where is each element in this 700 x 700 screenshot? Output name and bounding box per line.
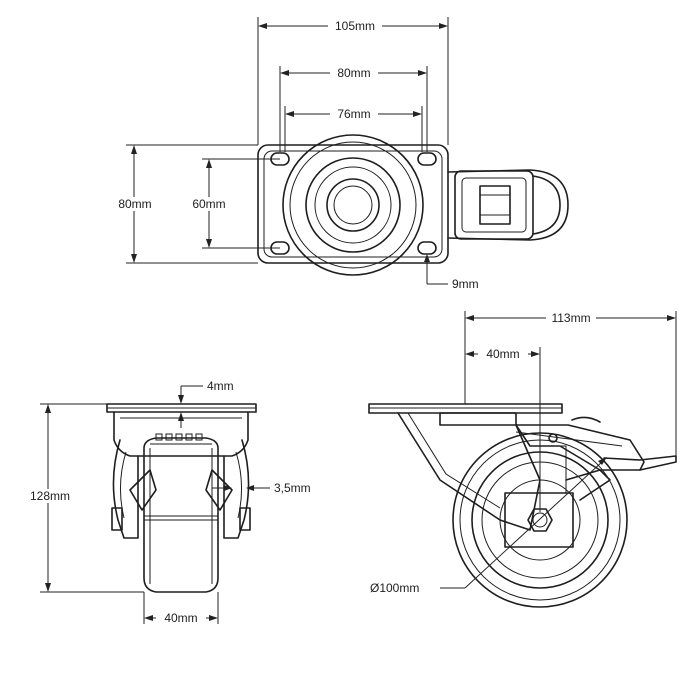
dim-label-40mm-front: 40mm bbox=[164, 611, 197, 625]
top-view bbox=[257, 134, 569, 276]
side-view-dimensions bbox=[440, 311, 677, 589]
dim-label-105mm: 105mm bbox=[335, 19, 375, 33]
dim-label-80mm-side: 80mm bbox=[118, 197, 151, 211]
dim-label-113mm: 113mm bbox=[551, 311, 590, 325]
dim-label-diameter-100mm: Ø100mm bbox=[370, 581, 419, 595]
front-view-dimensions bbox=[24, 385, 270, 625]
top-view-dimensions bbox=[112, 17, 449, 285]
front-view bbox=[106, 403, 257, 593]
dim-label-9mm: 9mm bbox=[452, 277, 479, 291]
top-view-brake bbox=[447, 169, 569, 241]
dim-label-80mm-top: 80mm bbox=[337, 66, 370, 80]
dim-label-3-5mm: 3,5mm bbox=[274, 481, 311, 495]
dim-label-76mm: 76mm bbox=[337, 107, 370, 121]
dim-label-128mm: 128mm bbox=[30, 489, 70, 503]
front-view-bearing-teeth bbox=[155, 433, 203, 441]
dim-label-40mm-side: 40mm bbox=[486, 347, 519, 361]
top-view-bolt-holes bbox=[270, 152, 437, 255]
side-view bbox=[368, 403, 677, 608]
dimension-labels: 105mm 80mm 76mm 80mm 60mm 9mm 128mm 4mm … bbox=[30, 19, 591, 625]
dim-label-60mm: 60mm bbox=[192, 197, 225, 211]
dim-label-4mm: 4mm bbox=[207, 379, 234, 393]
